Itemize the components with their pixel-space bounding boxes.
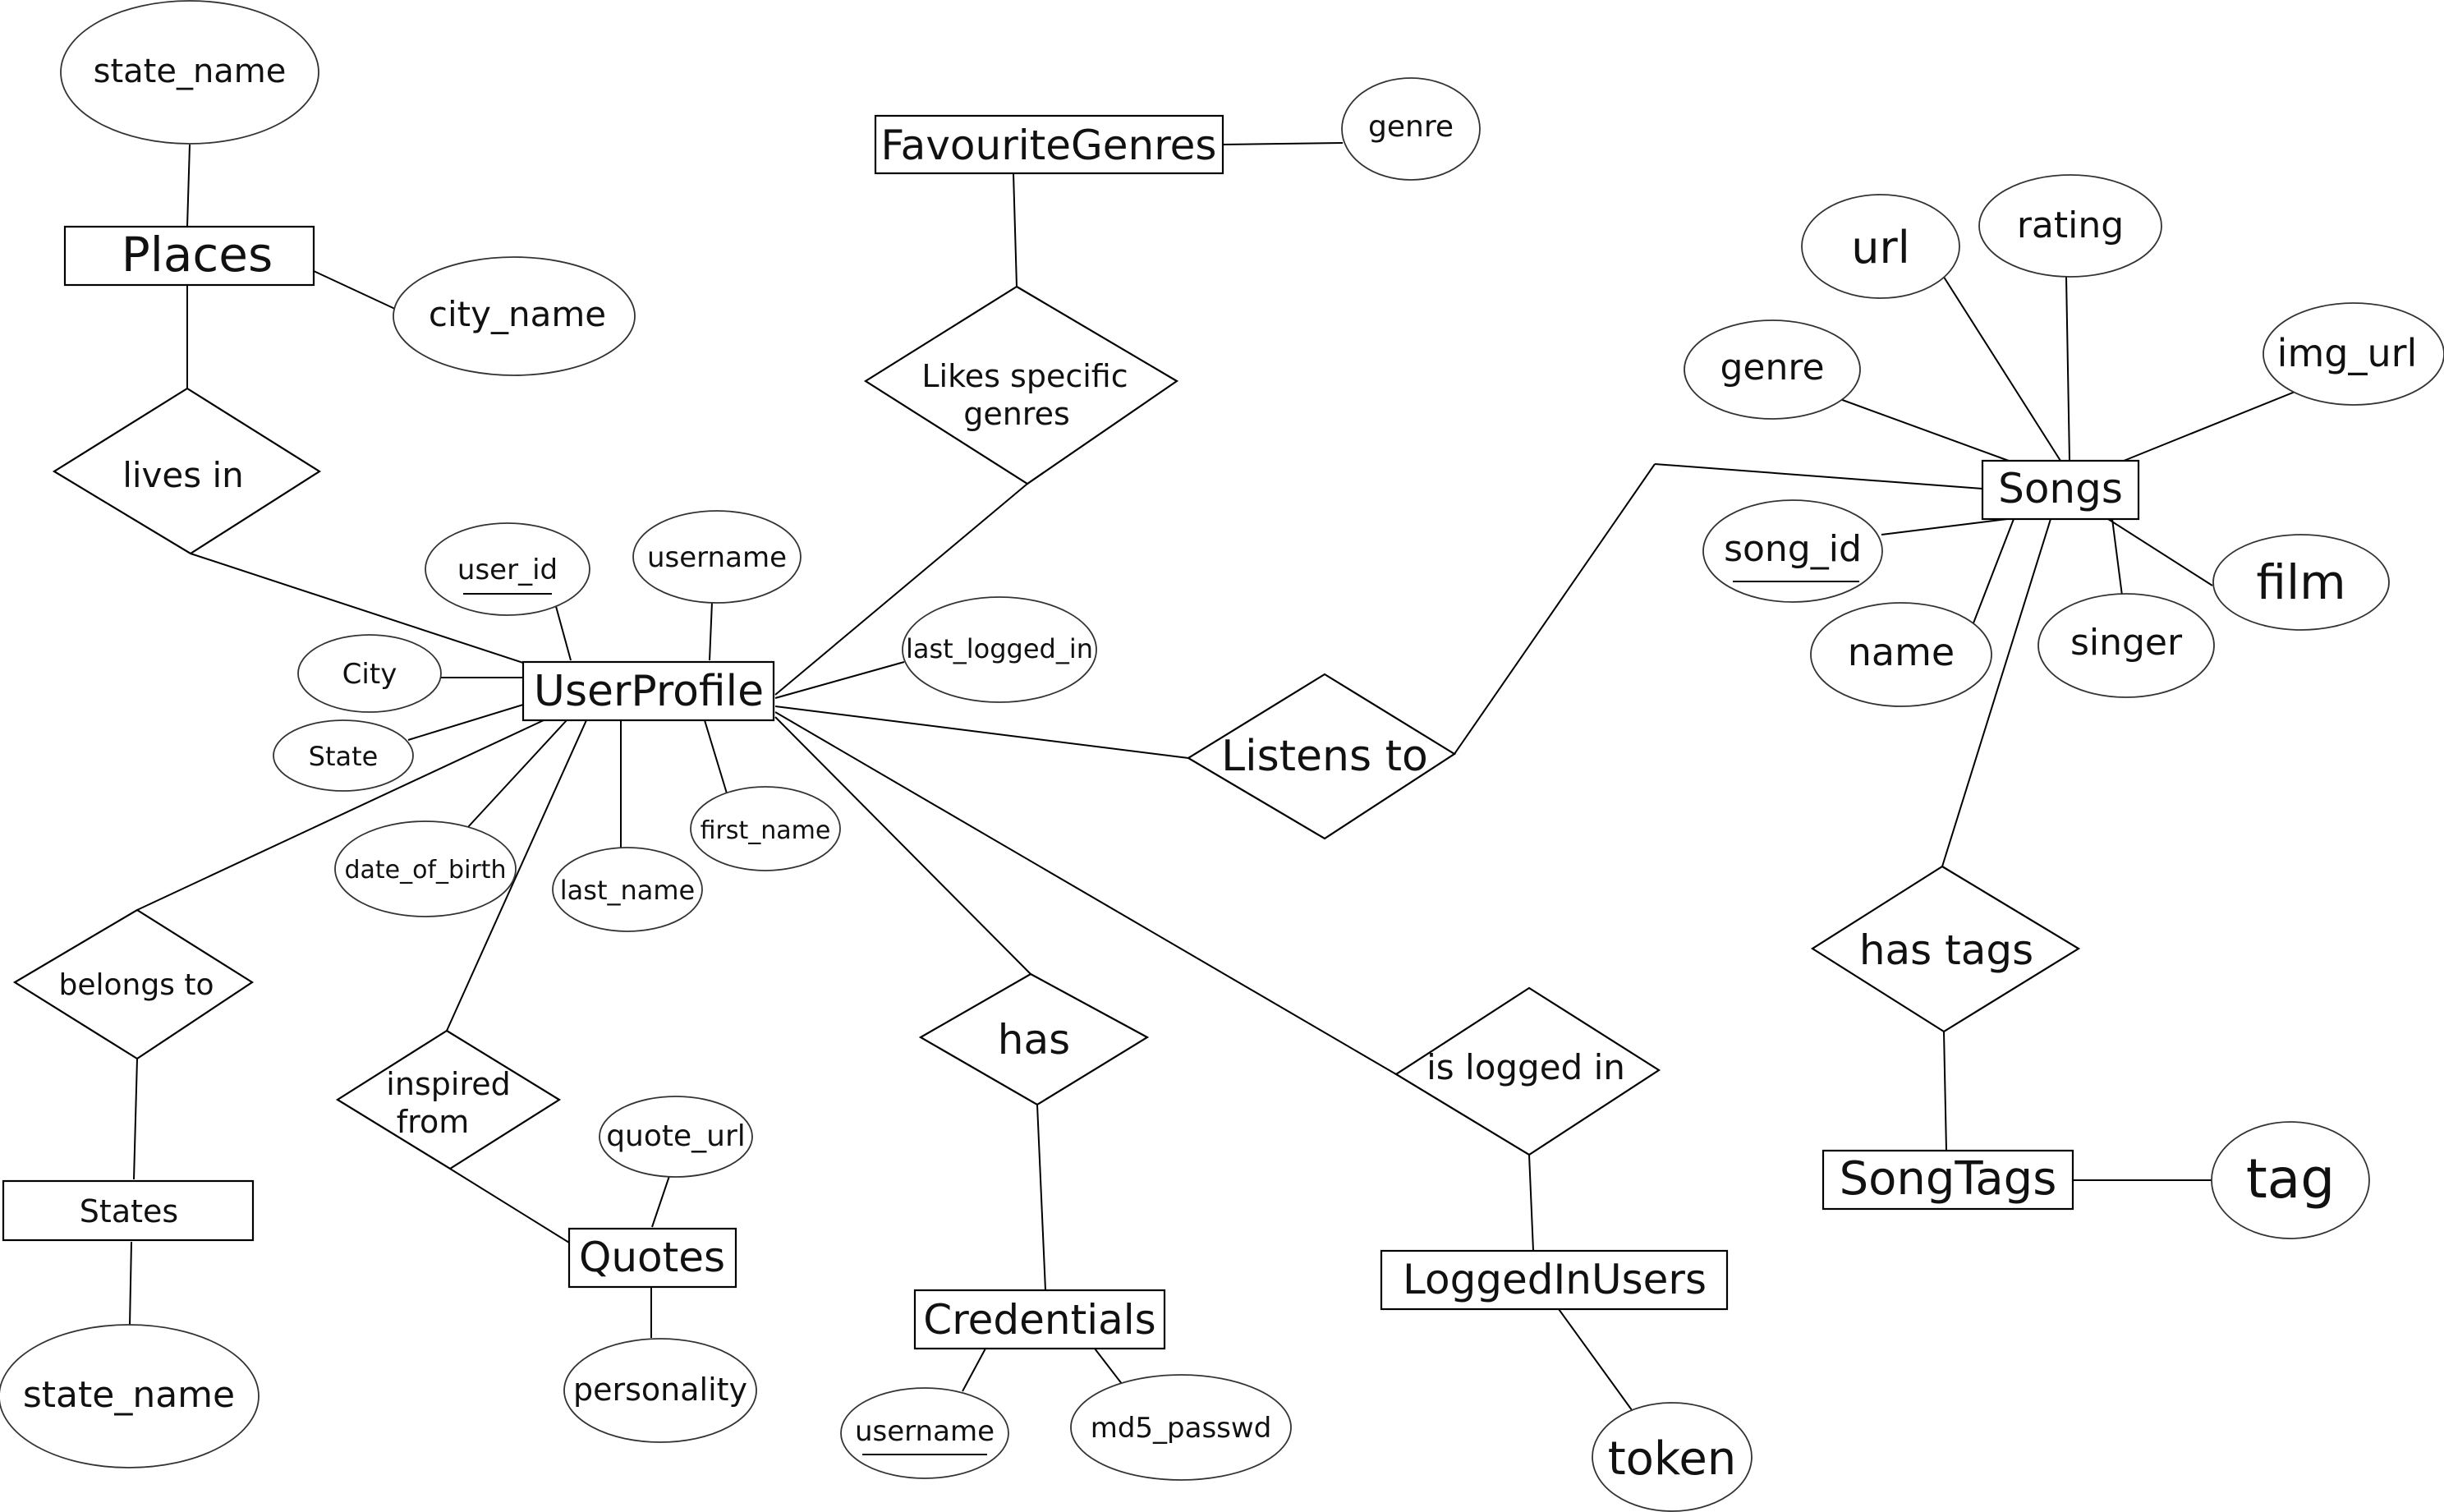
attr-quote-url[interactable]: quote_url xyxy=(599,1096,753,1178)
attr-songs-singer[interactable]: singer xyxy=(2037,593,2215,698)
attr-places-state-name-label: state_name xyxy=(94,53,287,90)
attr-md5-passwd-label: md5_passwd xyxy=(1091,1412,1272,1445)
attr-songs-name[interactable]: name xyxy=(1810,602,1992,707)
entity-states[interactable]: States xyxy=(2,1179,255,1242)
attr-last-logged-in-label: last_logged_in xyxy=(906,633,1093,664)
attr-songs-singer-label: singer xyxy=(2070,622,2183,664)
attr-states-state-name[interactable]: state_name xyxy=(0,1324,260,1468)
relationship-listens-to-label: Listens to xyxy=(1221,732,1428,781)
attr-token-label: token xyxy=(1608,1432,1737,1486)
entity-places[interactable]: Places xyxy=(63,225,315,287)
attr-personality[interactable]: personality xyxy=(563,1338,757,1443)
attr-songs-url[interactable]: url xyxy=(1801,194,1960,299)
relationship-belongs-to-label: belongs to xyxy=(58,968,214,1002)
relationship-listens-to[interactable]: Listens to xyxy=(1186,673,1457,840)
attr-songs-name-label: name xyxy=(1848,630,1955,674)
attr-md5-passwd[interactable]: md5_passwd xyxy=(1070,1374,1292,1481)
entity-places-label: Places xyxy=(122,227,273,283)
relationship-likes-genres-line1: Likes specific xyxy=(921,358,1128,394)
attr-songs-song-id-label: song_id xyxy=(1724,528,1862,570)
attr-last-name-label: last_name xyxy=(560,875,695,906)
relationship-lives-in[interactable]: lives in xyxy=(52,387,322,555)
relationship-inspired-from-line2: from xyxy=(397,1104,469,1140)
attr-fav-genre-label: genre xyxy=(1368,110,1454,144)
attr-places-state-name[interactable]: state_name xyxy=(60,0,319,145)
attr-songs-img-url[interactable]: img_url xyxy=(2263,302,2444,406)
entity-songs[interactable]: Songs xyxy=(1981,459,2140,521)
relationship-likes-specific-genres[interactable]: Likes specific genres xyxy=(863,285,1179,485)
relationship-has-tags-label: has tags xyxy=(1859,926,2033,974)
attr-first-name-label: first_name xyxy=(701,816,831,845)
attr-cred-username-label: username xyxy=(855,1415,995,1448)
attr-songs-genre-label: genre xyxy=(1720,347,1824,388)
attr-states-state-name-label: state_name xyxy=(23,1374,235,1416)
entity-song-tags[interactable]: SongTags xyxy=(1822,1149,2074,1211)
attr-songs-song-id[interactable]: song_id xyxy=(1702,499,1883,603)
entity-favourite-genres[interactable]: FavouriteGenres xyxy=(874,114,1224,175)
connector-lines xyxy=(129,142,2298,1414)
attr-state-label: State xyxy=(309,741,379,772)
entity-logged-in-users-label: LoggedInUsers xyxy=(1403,1256,1707,1303)
attr-last-name[interactable]: last_name xyxy=(552,847,703,932)
attr-username[interactable]: username xyxy=(632,510,802,604)
entity-logged-in-users[interactable]: LoggedInUsers xyxy=(1380,1249,1729,1311)
entity-quotes[interactable]: Quotes xyxy=(567,1227,737,1289)
relationship-has-label: has xyxy=(998,1016,1070,1064)
attr-tag[interactable]: tag xyxy=(2211,1121,2370,1239)
entity-user-profile[interactable]: UserProfile xyxy=(521,660,775,722)
relationship-likes-genres-line2: genres xyxy=(963,396,1070,432)
entity-states-label: States xyxy=(80,1193,178,1229)
entity-songs-label: Songs xyxy=(1998,465,2123,512)
entity-song-tags-label: SongTags xyxy=(1840,1152,2057,1206)
attr-user-id[interactable]: user_id xyxy=(425,522,590,616)
attr-personality-label: personality xyxy=(573,1372,747,1408)
entity-credentials-label: Credentials xyxy=(923,1296,1155,1344)
attr-user-id-label: user_id xyxy=(457,554,558,586)
attr-places-city-name[interactable]: city_name xyxy=(393,256,636,376)
attr-songs-img-url-label: img_url xyxy=(2277,331,2418,375)
attr-state[interactable]: State xyxy=(273,719,414,792)
relationship-is-logged-in[interactable]: is logged in xyxy=(1394,986,1661,1156)
relationship-inspired-from-line1: inspired xyxy=(386,1066,510,1102)
relationship-lives-in-label: lives in xyxy=(122,455,244,495)
relationship-has-tags[interactable]: has tags xyxy=(1810,865,2081,1033)
attr-last-logged-in[interactable]: last_logged_in xyxy=(902,596,1097,703)
attr-tag-label: tag xyxy=(2246,1147,2335,1211)
attr-places-city-name-label: city_name xyxy=(429,294,606,334)
attr-cred-username[interactable]: username xyxy=(840,1387,1009,1479)
entity-user-profile-label: UserProfile xyxy=(534,667,764,716)
attr-songs-rating[interactable]: rating xyxy=(1978,174,2162,278)
attr-city[interactable]: City xyxy=(297,634,442,713)
entity-credentials[interactable]: Credentials xyxy=(913,1289,1166,1350)
relationship-belongs-to[interactable]: belongs to xyxy=(12,908,255,1060)
attr-token[interactable]: token xyxy=(1592,1402,1753,1512)
attr-city-label: City xyxy=(342,658,397,691)
attr-first-name[interactable]: first_name xyxy=(690,786,841,871)
relationship-has[interactable]: has xyxy=(918,972,1150,1106)
attr-username-label: username xyxy=(647,541,787,574)
attr-songs-film[interactable]: film xyxy=(2212,534,2390,631)
attr-fav-genre[interactable]: genre xyxy=(1341,77,1481,181)
entity-quotes-label: Quotes xyxy=(579,1234,725,1281)
attr-songs-rating-label: rating xyxy=(2017,205,2124,246)
attr-songs-film-label: film xyxy=(2256,554,2345,610)
attr-date-of-birth-label: date_of_birth xyxy=(344,856,506,885)
relationship-is-logged-in-label: is logged in xyxy=(1426,1047,1625,1087)
attr-date-of-birth[interactable]: date_of_birth xyxy=(334,820,517,917)
entity-favourite-genres-label: FavouriteGenres xyxy=(881,122,1217,169)
relationship-inspired-from[interactable]: inspired from xyxy=(335,1029,562,1170)
attr-songs-genre[interactable]: genre xyxy=(1684,319,1861,420)
attr-quote-url-label: quote_url xyxy=(606,1119,746,1153)
attr-songs-url-label: url xyxy=(1851,222,1909,273)
